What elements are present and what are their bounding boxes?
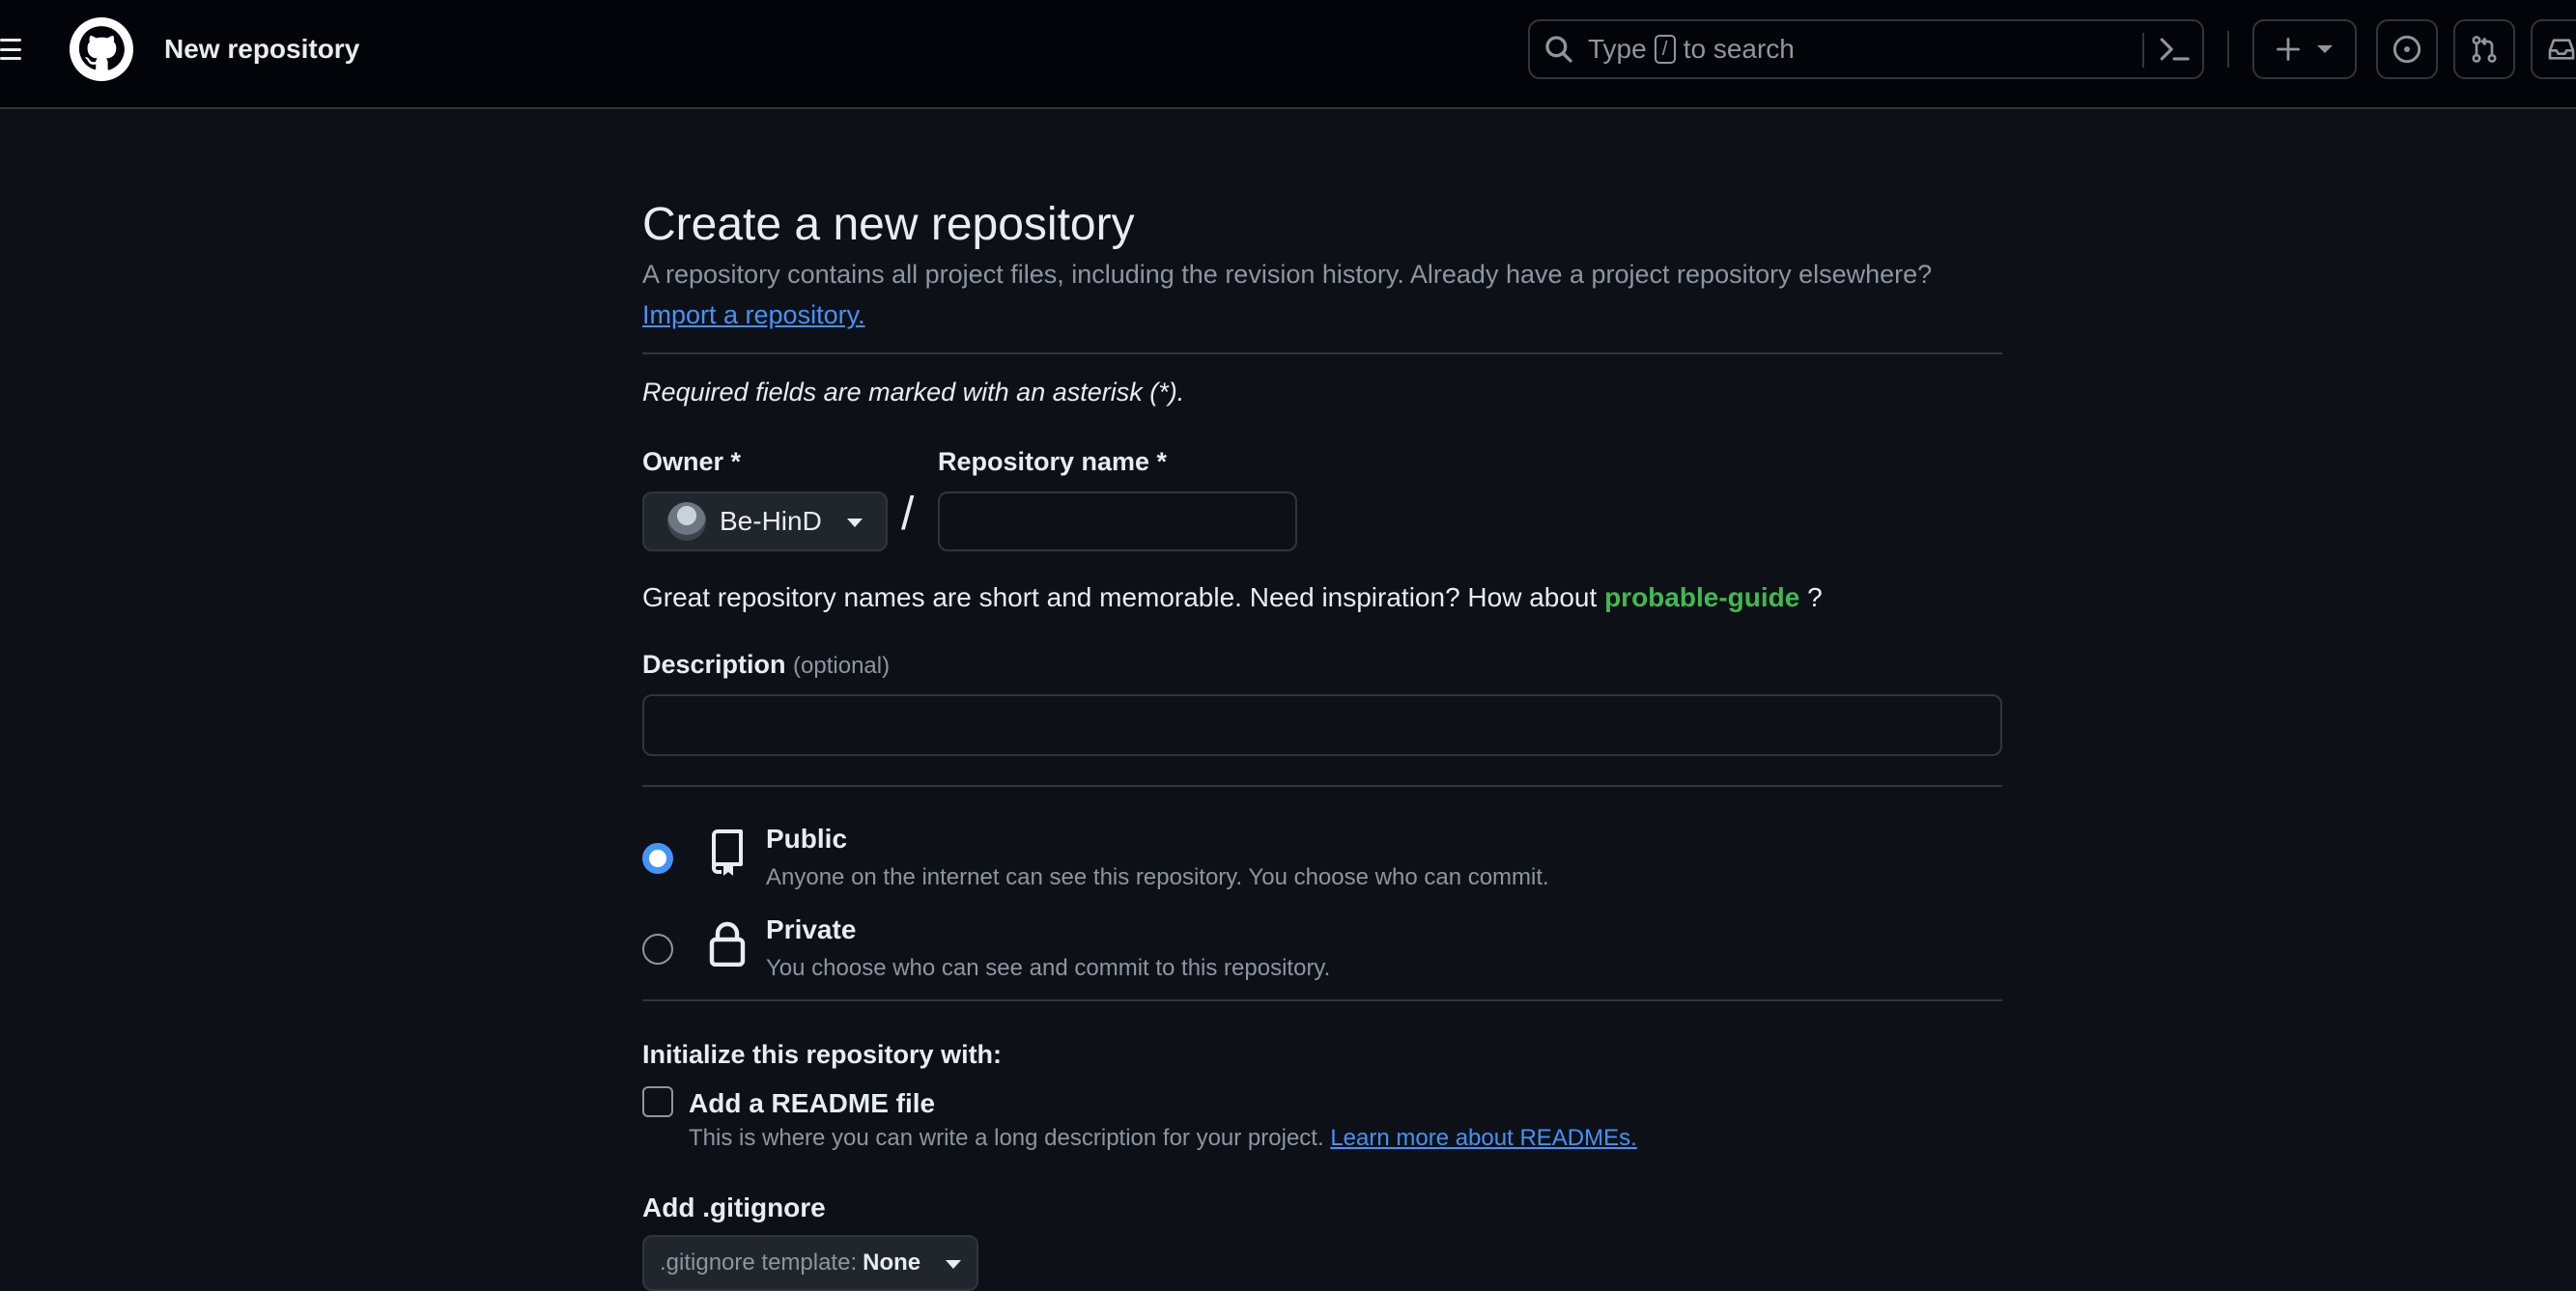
optional-tag: (optional) [793, 653, 891, 679]
command-palette-icon[interactable] [2158, 35, 2191, 64]
suggested-name-link[interactable]: probable-guide [1604, 582, 1800, 612]
search-input[interactable]: Type / to search [1528, 19, 2204, 79]
inbox-icon [2548, 39, 2575, 60]
initialize-heading: Initialize this repository with: [642, 1040, 1003, 1069]
owner-select[interactable]: Be-HinD [642, 491, 888, 551]
chevron-down-icon [2317, 45, 2333, 53]
page-context-title[interactable]: New repository [164, 34, 360, 64]
repository-name-input[interactable] [938, 491, 1297, 551]
page-subtitle: A repository contains all project files,… [642, 260, 1933, 289]
gitignore-template-select[interactable]: .gitignore template: None [642, 1235, 978, 1291]
divider [642, 999, 2002, 1001]
pull-requests-button[interactable] [2453, 19, 2515, 79]
git-pull-request-icon [2472, 36, 2497, 63]
menu-icon[interactable] [0, 33, 23, 66]
private-radio[interactable] [642, 934, 673, 965]
gitignore-template-value: None [863, 1249, 921, 1276]
avatar [667, 502, 706, 541]
lock-icon [709, 921, 746, 967]
plus-icon [2277, 38, 2300, 61]
search-placeholder: Type / to search [1588, 34, 1795, 64]
public-option-description: Anyone on the internet can see this repo… [766, 864, 1549, 890]
public-radio[interactable] [642, 843, 673, 874]
header-divider [2227, 31, 2229, 68]
repository-name-label: Repository name * [938, 447, 1168, 476]
issues-button[interactable] [2376, 19, 2438, 79]
search-icon [1545, 36, 1572, 63]
description-input[interactable] [642, 694, 2002, 756]
gitignore-label: Add .gitignore [642, 1193, 826, 1222]
readme-description: This is where you can write a long descr… [689, 1125, 1637, 1151]
top-header: New repository Type / to search [0, 0, 2576, 109]
page-title: Create a new repository [642, 199, 1135, 250]
owner-repo-separator: / [901, 489, 915, 540]
description-label: Description (optional) [642, 650, 891, 679]
divider [642, 352, 2002, 354]
public-option-title: Public [766, 824, 848, 854]
github-logo-icon[interactable] [70, 17, 133, 81]
learn-more-readmes-link[interactable]: Learn more about READMEs. [1330, 1125, 1637, 1151]
issue-opened-icon [2392, 35, 2421, 64]
inbox-button[interactable] [2531, 19, 2576, 79]
caret-down-icon [946, 1260, 961, 1269]
search-divider [2142, 33, 2144, 68]
caret-down-icon [847, 519, 863, 527]
readme-checkbox[interactable] [642, 1086, 673, 1117]
owner-name: Be-HinD [720, 506, 822, 536]
repo-icon [712, 829, 743, 876]
slash-key-hint: / [1654, 35, 1676, 64]
readme-label[interactable]: Add a README file [689, 1088, 936, 1118]
owner-label: Owner * [642, 447, 742, 476]
private-option-description: You choose who can see and commit to thi… [766, 955, 1331, 981]
name-suggestion-hint: Great repository names are short and mem… [642, 582, 1823, 612]
divider [642, 785, 2002, 787]
private-option-title: Private [766, 914, 857, 944]
import-repository-link[interactable]: Import a repository. [642, 300, 865, 329]
required-fields-note: Required fields are marked with an aster… [642, 378, 1185, 407]
create-new-button[interactable] [2252, 19, 2357, 79]
